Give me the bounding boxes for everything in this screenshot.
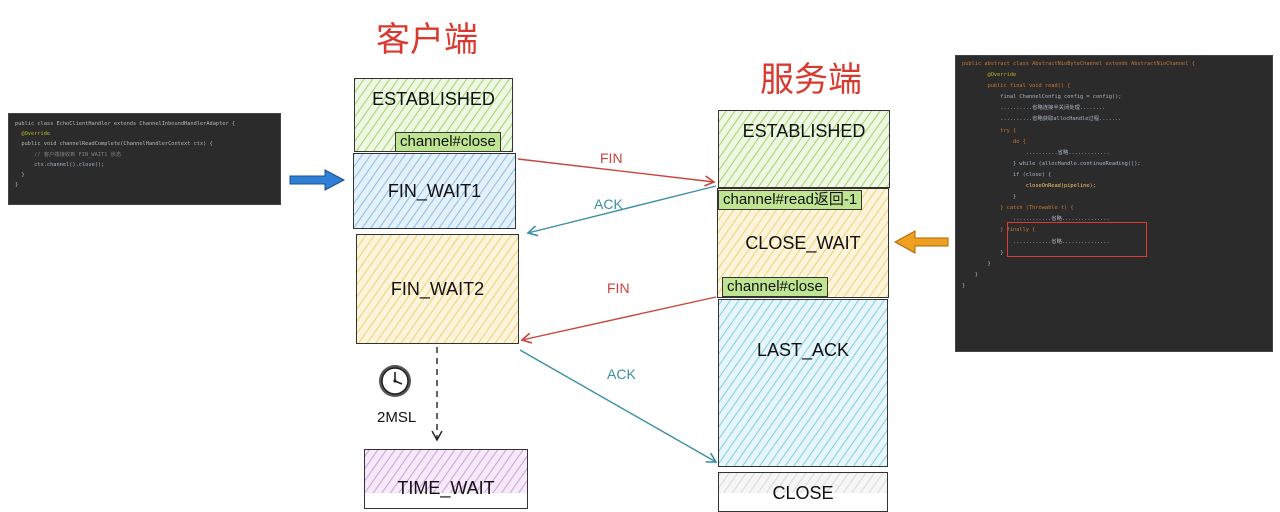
server-state-established: ESTABLISHED — [718, 110, 890, 188]
server-state-close-wait: CLOSE_WAIT — [717, 188, 889, 298]
state-label: LAST_ACK — [756, 340, 850, 360]
client-state-fin-wait1: FIN_WAIT1 — [353, 153, 516, 229]
close-highlight-box — [1007, 222, 1147, 257]
server-state-closed: CLOSE — [718, 472, 888, 512]
clock-icon — [379, 365, 411, 397]
code-line: ..........省略获取allocHandle过程....... — [962, 116, 1122, 123]
code-line: @Override — [15, 131, 51, 138]
ack-arrow-client-to-server — [519, 349, 718, 463]
server-closed-fill — [718, 472, 888, 493]
hatch-patterns — [289, 78, 949, 493]
state-label: ESTABLISHED — [742, 121, 866, 141]
server-close-tag: channel#close — [722, 277, 828, 297]
code-line: ............省略............... — [962, 238, 1110, 245]
state-label: ESTABLISHED — [372, 89, 495, 109]
fin-label-1: FIN — [600, 150, 623, 166]
code-line: ..........省略连接半关闭处理........ — [962, 105, 1106, 112]
server-established-fill — [718, 110, 890, 188]
code-line: public abstract class AbstractNioByteCha… — [962, 61, 1195, 67]
code-line: } catch (Throwable t) { — [962, 205, 1074, 212]
code-line: } finally { — [962, 227, 1036, 234]
code-line: ..........省略............. — [962, 149, 1110, 156]
fin-arrow-client-to-server — [517, 158, 716, 187]
state-label: CLOSE_WAIT — [745, 232, 861, 253]
code-line: } while (allocHandle.continueReading()); — [962, 160, 1141, 167]
client-state-time-wait: TIME_WAIT — [364, 449, 528, 509]
ack-arrow-server-to-client — [526, 185, 717, 237]
code-line: // 客户端接收到 FIN_WAIT1 状态 — [15, 151, 122, 158]
client-time-wait-fill — [364, 449, 528, 493]
code-line: } — [962, 260, 991, 267]
client-fin-wait1-fill — [353, 153, 516, 229]
server-read-tag: channel#read返回-1 — [718, 190, 863, 210]
code-line: do { — [962, 138, 1026, 145]
code-line: public void channelReadComplete(ChannelH… — [15, 141, 213, 148]
fin-arrow-server-to-client — [520, 296, 717, 344]
client-code-panel: public class EchoClientHandler extends C… — [8, 113, 281, 205]
code-line: ctx.channel().close(); — [15, 161, 105, 168]
code-line: } — [962, 282, 966, 289]
blue-arrow-icon — [289, 169, 346, 191]
code-line: public class EchoClientHandler extends C… — [15, 121, 236, 127]
timer-label: 2MSL — [377, 409, 417, 426]
code-line: } — [962, 194, 1017, 201]
server-last-ack-fill — [718, 299, 888, 467]
client-title: 客户端 — [376, 20, 478, 60]
code-line: @Override — [962, 72, 1017, 79]
client-close-tag: channel#close — [395, 132, 501, 152]
code-line: final ChannelConfig config = config(); — [962, 94, 1122, 101]
code-line: } — [15, 182, 19, 189]
code-line: if (close) { — [962, 171, 1052, 178]
state-label: TIME_WAIT — [397, 478, 495, 498]
state-label: CLOSE — [772, 483, 834, 503]
code-line: } — [15, 172, 25, 179]
state-label: FIN_WAIT2 — [390, 279, 485, 299]
ack-label-1: ACK — [594, 196, 623, 212]
server-code-panel: public abstract class AbstractNioByteCha… — [955, 55, 1273, 352]
client-state-fin-wait2: FIN_WAIT2 — [356, 234, 519, 344]
fin-label-2: FIN — [607, 280, 630, 296]
ack-label-2: ACK — [607, 366, 636, 382]
code-line: } — [962, 271, 978, 278]
client-fin-wait2-fill — [356, 234, 519, 344]
server-state-last-ack: LAST_ACK — [718, 299, 888, 467]
orange-arrow-icon — [893, 230, 949, 254]
state-label: FIN_WAIT1 — [387, 180, 482, 201]
code-line: public final void read() { — [962, 83, 1071, 90]
code-line: closeOnRead(pipeline); — [962, 183, 1096, 190]
code-line: try { — [962, 127, 1017, 134]
code-line: ............省略............... — [962, 216, 1110, 223]
server-title: 服务端 — [760, 60, 862, 100]
code-line: } — [962, 249, 1004, 256]
